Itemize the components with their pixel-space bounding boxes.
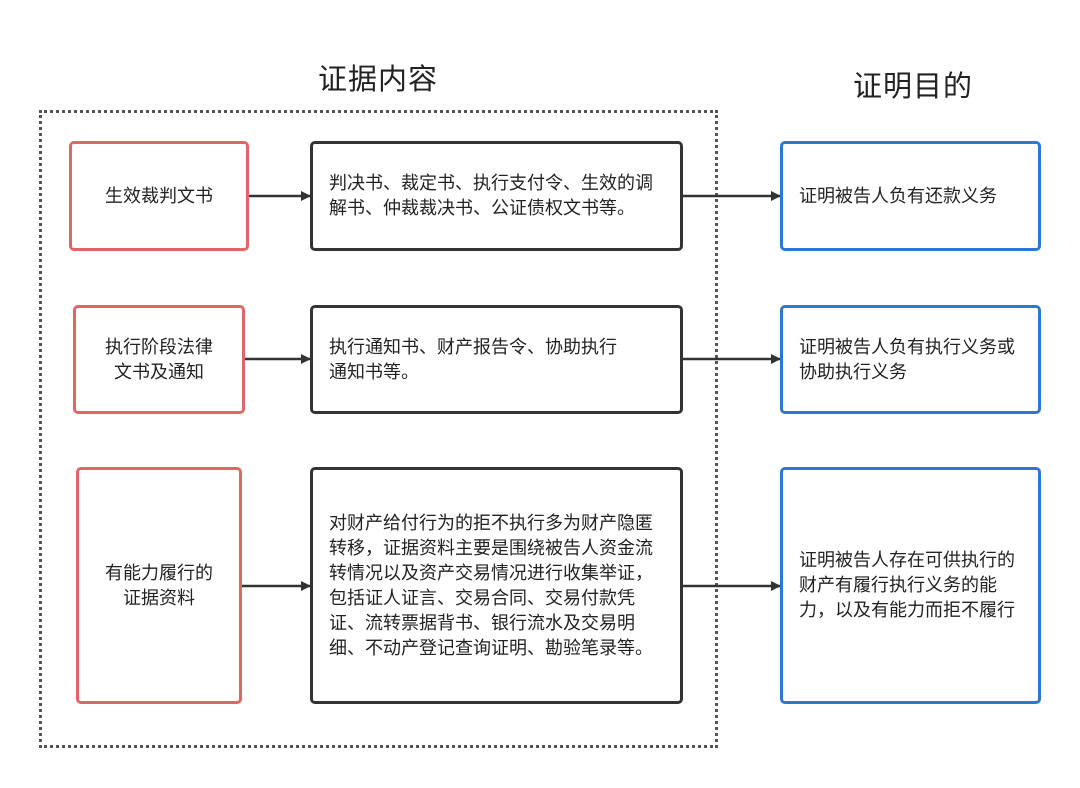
category-box-effective-judgments: 生效裁判文书: [69, 141, 249, 251]
content-box-enforcement-documents: 执行通知书、财产报告令、协助执行通知书等。: [310, 305, 683, 414]
proof-purpose-heading: 证明目的: [853, 69, 974, 103]
content-text: 对财产给付行为的拒不执行多为财产隐匿转移，证据资料主要是围绕被告人资金流转情况以…: [329, 512, 653, 659]
purpose-box-repayment-obligation: 证明被告人负有还款义务: [780, 141, 1041, 251]
content-box-ability-evidence: 对财产给付行为的拒不执行多为财产隐匿转移，证据资料主要是围绕被告人资金流转情况以…: [310, 467, 683, 704]
evidence-content-frame: [39, 110, 718, 748]
content-text: 执行通知书、财产报告令、协助执行通知书等。: [329, 336, 617, 383]
purpose-box-ability-to-perform: 证明被告人存在可供执行的财产有履行执行义务的能力，以及有能力而拒不履行: [780, 467, 1041, 704]
purpose-text: 证明被告人负有还款义务: [799, 185, 997, 207]
purpose-text: 证明被告人负有执行义务或协助执行义务: [799, 336, 1015, 383]
purpose-text: 证明被告人存在可供执行的财产有履行执行义务的能力，以及有能力而拒不履行: [799, 550, 1015, 621]
category-label: 有能力履行的证据资料: [105, 562, 213, 609]
evidence-content-heading: 证据内容: [318, 62, 439, 96]
category-label: 生效裁判文书: [105, 185, 213, 207]
content-text: 判决书、裁定书、执行支付令、生效的调解书、仲裁裁决书、公证债权文书等。: [329, 173, 653, 219]
purpose-box-enforcement-obligation: 证明被告人负有执行义务或协助执行义务: [780, 305, 1041, 414]
category-label: 执行阶段法律文书及通知: [105, 336, 213, 383]
category-box-enforcement-documents: 执行阶段法律文书及通知: [73, 305, 245, 414]
category-box-ability-evidence: 有能力履行的证据资料: [76, 467, 242, 704]
content-box-effective-judgments: 判决书、裁定书、执行支付令、生效的调解书、仲裁裁决书、公证债权文书等。: [310, 141, 683, 251]
